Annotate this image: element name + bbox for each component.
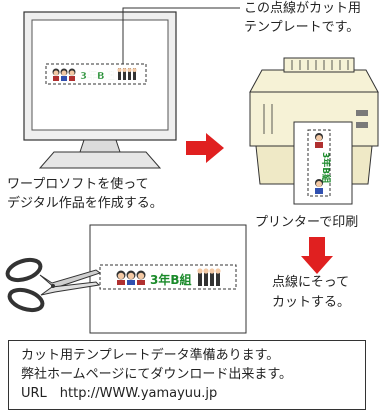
monitor-neck	[79, 139, 121, 153]
info-box: カット用テンプレートデータ準備あります。 弊社ホームページにてダウンロード出来ま…	[8, 340, 366, 410]
down-arrow	[301, 237, 333, 274]
kids-icon	[116, 270, 146, 285]
monitor-dashed-template	[45, 63, 147, 85]
right-arrow	[186, 133, 224, 163]
kids-icon	[315, 179, 323, 194]
kids-icon	[117, 68, 137, 80]
kids-icon	[52, 68, 76, 81]
callout-label-line2: テンプレートです。	[244, 20, 360, 35]
printout-banner-text: 3年B組	[320, 152, 332, 183]
info-line-download: 弊社ホームページにてダウンロード出来ます。	[21, 367, 293, 382]
kids-icon	[315, 133, 323, 148]
paper-banner-text: 3年B組	[150, 272, 192, 287]
wordpro-caption-line2: デジタル作品を作成する。	[7, 196, 163, 211]
callout-leader-line	[122, 7, 240, 64]
printer-caption: プリンターで印刷	[255, 215, 359, 230]
kids-icon	[197, 268, 221, 286]
paper-dashed-template	[99, 264, 237, 290]
printout-dashed-template	[307, 129, 331, 197]
monitor-banner-text: 3年B組	[80, 69, 115, 82]
callout-label-line1: この点線がカット用	[244, 1, 362, 16]
info-line-url[interactable]: URL http://WWW.yamayuu.jp	[21, 386, 218, 401]
monitor-base	[38, 151, 162, 169]
cut-caption-line2: カットする。	[272, 295, 351, 310]
wordpro-caption-line1: ワープロソフトを使って	[7, 177, 149, 192]
scissors-icon	[5, 257, 102, 313]
cut-caption-line1: 点線にそって	[272, 275, 350, 290]
info-line-template: カット用テンプレートデータ準備あります。	[21, 348, 280, 363]
